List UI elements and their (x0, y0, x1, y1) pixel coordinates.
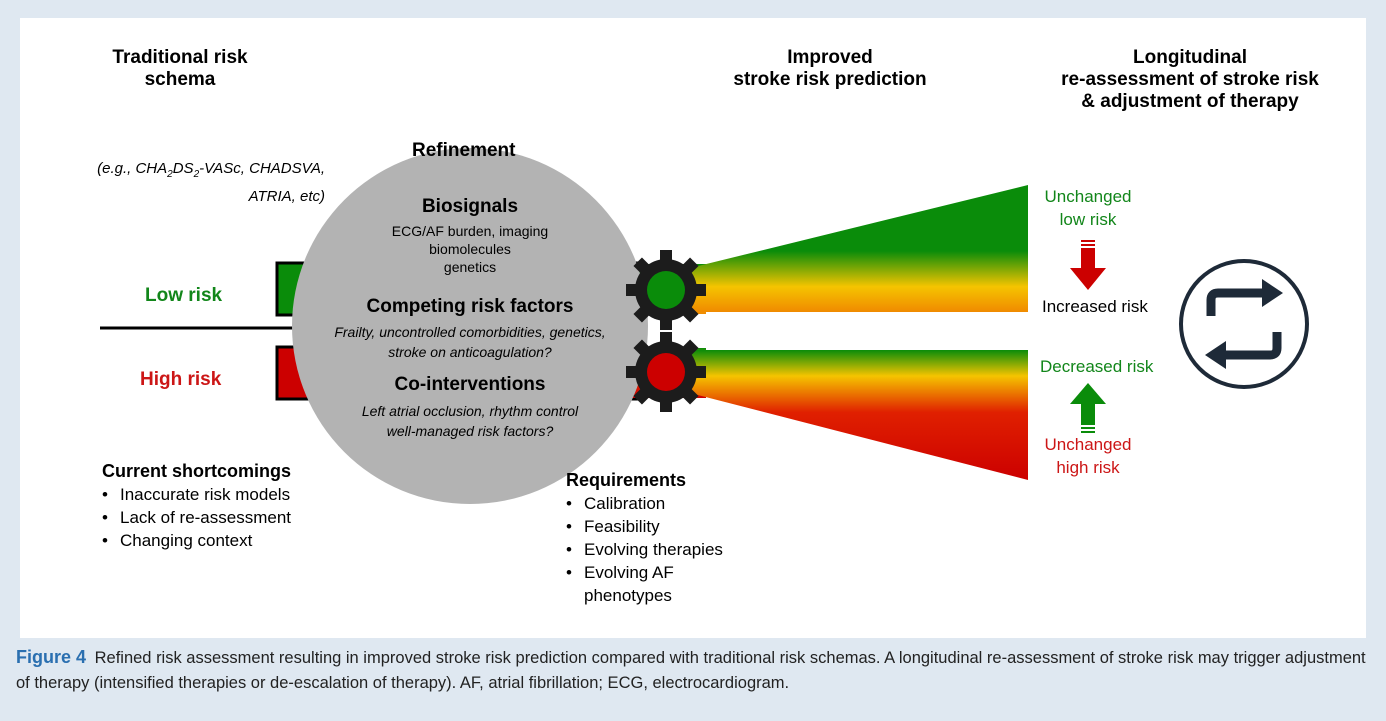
requirement-item: Feasibility (566, 515, 723, 538)
example-sub1: 2 (167, 169, 173, 180)
biosignals-list: ECG/AF burden, imaging biomolecules gene… (320, 222, 620, 276)
competing-risk-item: Frailty, uncontrolled comorbidities, gen… (334, 324, 606, 340)
biosignals-item: ECG/AF burden, imaging (391, 223, 549, 239)
gear-icon-low (626, 250, 706, 330)
example-prefix: (e.g., CHA (97, 160, 168, 177)
requirements-list: Calibration Feasibility Evolving therapi… (566, 492, 723, 607)
competing-risk-list: Frailty, uncontrolled comorbidities, gen… (282, 322, 658, 362)
high-risk-prediction-fan (690, 350, 1028, 480)
outcome-decreased: Decreased risk (1040, 357, 1154, 376)
reassess-cycle-icon (1179, 259, 1309, 389)
competing-risk-title: Competing risk factors (366, 296, 574, 317)
header-improved-prediction: Improved stroke risk prediction (733, 47, 927, 90)
competing-risk-item: stroke on anticoagulation? (388, 344, 552, 360)
low-risk-prediction-fan (690, 185, 1028, 312)
shortcomings-title: Current shortcomings (102, 461, 292, 481)
cointerventions-item: Left atrial occlusion, rhythm control (361, 403, 579, 419)
biosignals-title: Biosignals (421, 196, 519, 217)
requirement-item: Evolving AF phenotypes (566, 561, 723, 607)
arrow-down-icon (1070, 240, 1106, 290)
cointerventions-item: well-managed risk factors? (386, 423, 554, 439)
cointerventions-title: Co-interventions (394, 374, 546, 395)
header-traditional-risk-schema: Traditional risk schema (112, 47, 248, 90)
shortcoming-item: Changing context (102, 529, 291, 552)
cointerventions-list: Left atrial occlusion, rhythm control we… (300, 401, 640, 441)
requirement-item: Calibration (566, 492, 723, 515)
high-risk-label: High risk (140, 369, 222, 390)
example-suffix: -VASc, CHADSVA, (199, 160, 325, 177)
outcome-unchanged-low: Unchanged low risk (1044, 187, 1132, 229)
figure-caption: Figure 4 Refined risk assessment resulti… (16, 645, 1376, 696)
requirement-item: Evolving therapies (566, 538, 723, 561)
requirements-section: Requirements Calibration Feasibility Evo… (566, 469, 723, 607)
shortcomings-list: Inaccurate risk models Lack of re-assess… (102, 483, 291, 552)
caption-text: Refined risk assessment resulting in imp… (16, 649, 1366, 692)
requirements-title: Requirements (566, 470, 687, 490)
refinement-title: Refinement (412, 140, 516, 161)
shortcoming-item: Inaccurate risk models (102, 483, 291, 506)
example-line2: ATRIA, etc) (248, 188, 325, 205)
outcome-unchanged-high: Unchanged high risk (1044, 435, 1132, 477)
low-risk-label: Low risk (145, 285, 223, 306)
biosignals-item: genetics (443, 259, 497, 275)
header-longitudinal-reassessment: Longitudinal re-assessment of stroke ris… (1061, 47, 1319, 112)
shortcomings-section: Current shortcomings Inaccurate risk mod… (102, 460, 291, 552)
risk-score-examples: (e.g., CHA2DS2-VASc, CHADSVA, ATRIA, etc… (55, 158, 325, 208)
gear-icon-high (626, 332, 706, 412)
arrow-up-icon (1070, 383, 1106, 433)
example-mid: DS (172, 160, 194, 177)
refinement-circle (292, 148, 648, 504)
figure-label: Figure 4 (16, 647, 87, 667)
outcome-increased: Increased risk (1042, 297, 1148, 316)
example-sub2: 2 (193, 169, 200, 180)
shortcoming-item: Lack of re-assessment (102, 506, 291, 529)
biosignals-item: biomolecules (429, 241, 511, 257)
